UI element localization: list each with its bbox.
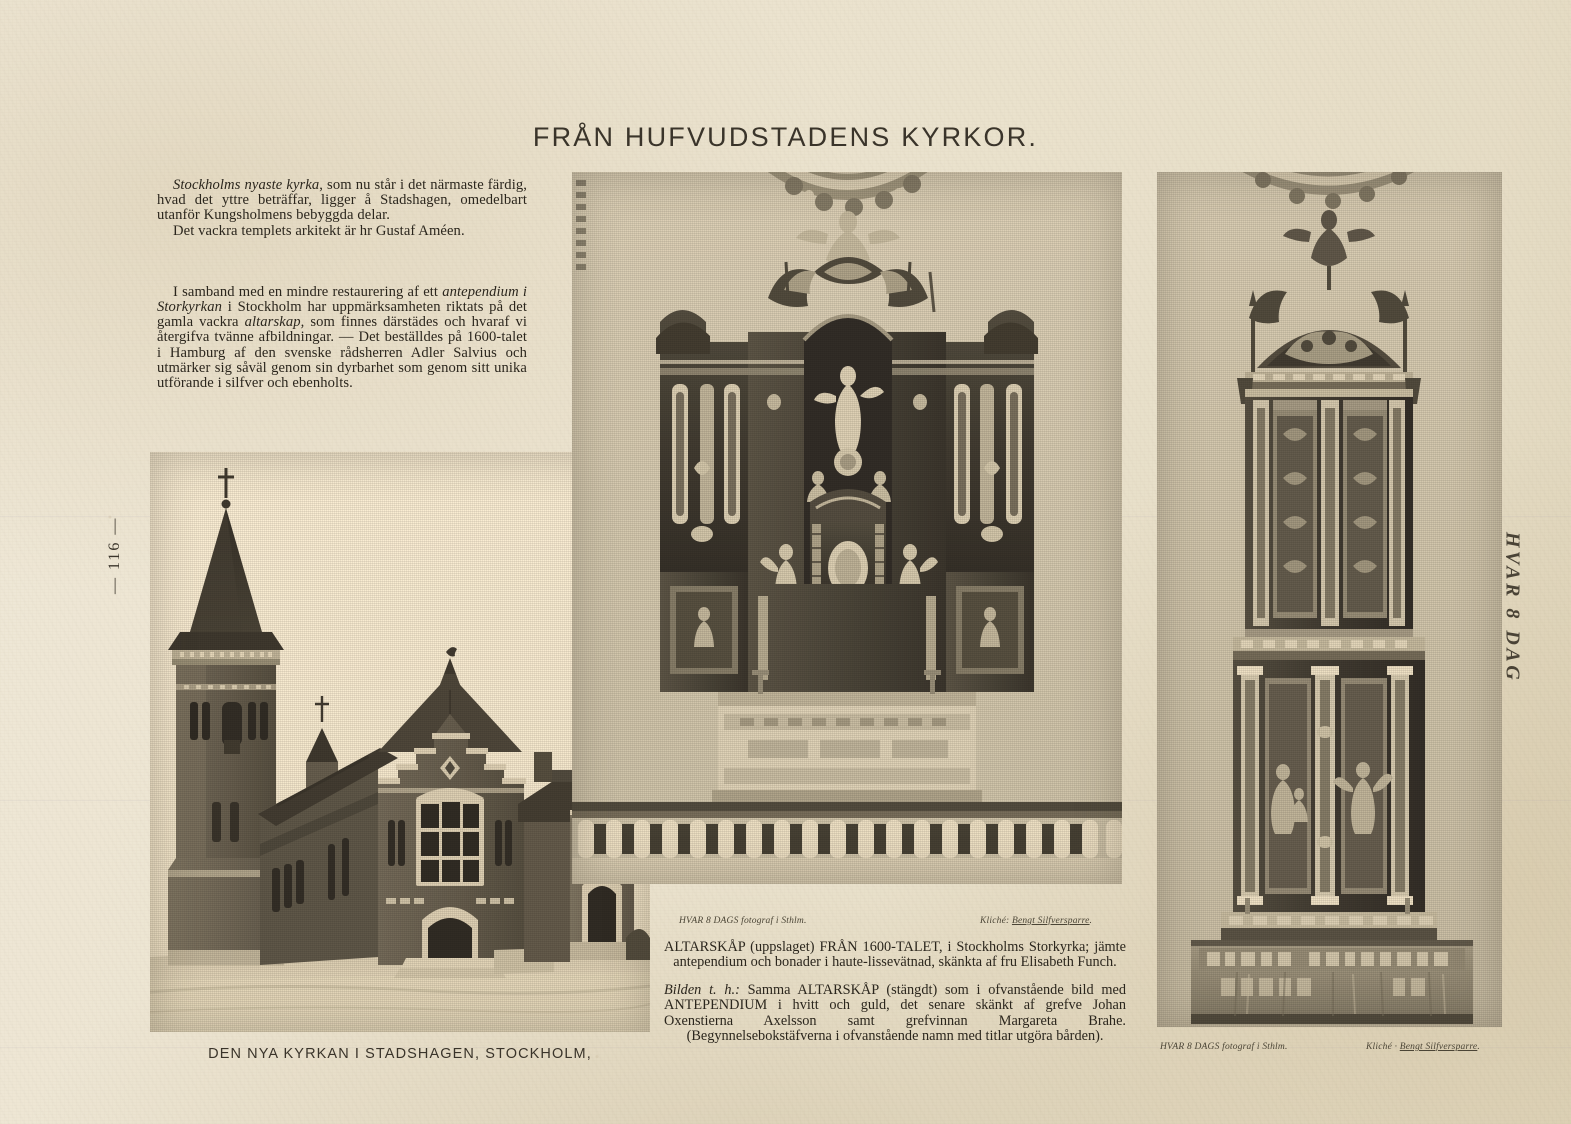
altarpiece-captions: ALTARSKÅP (uppslaget) FRÅN 1600-TALET, i… [664, 939, 1127, 1045]
photo-altarpiece-open [572, 172, 1122, 884]
altar-open-credit-photographer: HVAR 8 DAGS fotograf i Sthlm. [679, 916, 807, 926]
altar-closed-credit-photographer: HVAR 8 DAGS fotograf i Sthlm. [1160, 1042, 1288, 1052]
credit-name: Bengt Silfversparre [1399, 1042, 1478, 1052]
altar-closed-caption-body: Samma ALTARSKÅP (stängdt) som i ofvanstå… [664, 981, 1127, 1045]
altar-open-caption-l1: ALTARSKÅP (uppslaget) FRÅN 1600-TALET, i… [664, 939, 1024, 955]
altar-open-caption-l2: Storkyrka; jämte antependium och bonader… [673, 939, 1126, 971]
church-photo-caption: DEN NYA KYRKAN I STADSHAGEN, STOCKHOLM, [208, 1046, 592, 1062]
article-paragraph-1: Stockholms nyaste kyrka, som nu står i d… [157, 177, 527, 224]
article-text-column: Stockholms nyaste kyrka, som nu står i d… [157, 177, 528, 392]
altar-open-caption-l3: skänkta af fru Elisabeth Funch. [938, 954, 1117, 971]
altar-closed-caption-lead: Bilden t. h.: [664, 981, 740, 998]
credit-suffix: . [1089, 916, 1093, 926]
altarpiece-closed-illustration [1157, 172, 1502, 1027]
article-lead-italic: Stockholms nyaste kyrka [173, 177, 320, 193]
article-para1-rest: , som nu står i det närmaste färdig, hva… [157, 177, 527, 224]
article-para3-t2: i Stockholm har uppmärksamheten riktats … [157, 299, 527, 331]
altar-closed-caption: Bilden t. h.: Samma ALTARSKÅP (stängdt) … [664, 981, 1127, 1045]
article-paragraph-3: I samband med en mindre restaurering af … [157, 283, 528, 392]
credit-prefix: Kliché · [1366, 1042, 1400, 1052]
church-illustration [150, 468, 650, 1032]
article-para3-italic-1: antependium i Storkyrkan [157, 283, 527, 316]
magazine-name-right-margin: HVAR 8 DAG [1501, 531, 1524, 684]
photo-altarpiece-closed [1157, 172, 1502, 1027]
article-para3-italic-2: altarskap, [244, 314, 305, 331]
credit-prefix: Kliché: [980, 916, 1012, 926]
article-para3-t1: I samband med en mindre restaurering af … [173, 283, 443, 300]
altar-closed-credit-engraver: Kliché · Bengt Silfversparre. [1366, 1042, 1480, 1052]
article-paragraph-2: Det vackra templets arkitekt är hr Gusta… [173, 222, 465, 239]
altar-open-caption: ALTARSKÅP (uppslaget) FRÅN 1600-TALET, i… [664, 939, 1126, 971]
article-para3-t3: som finnes därstädes och hvaraf vi återg… [157, 314, 528, 392]
page-number-left: — 116 — [106, 516, 123, 594]
credit-suffix: . [1477, 1042, 1480, 1052]
altar-open-credit-engraver: Kliché: Bengt Silfversparre. [980, 916, 1092, 926]
paragraph-spacer [157, 239, 527, 285]
page-title: FRÅN HUFVUDSTADENS KYRKOR. [532, 122, 1039, 152]
altarpiece-open-illustration [572, 172, 1122, 884]
credit-name: Bengt Silfversparre [1011, 916, 1090, 926]
